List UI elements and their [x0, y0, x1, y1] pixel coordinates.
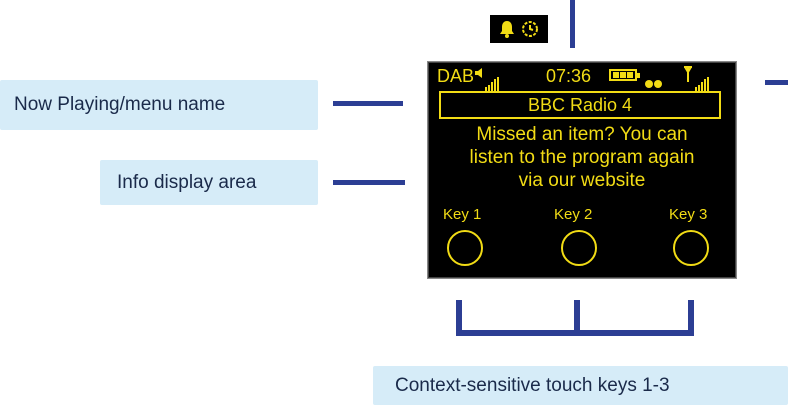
info-area-label-text: Info display area: [117, 171, 257, 193]
keys-bracket-left: [456, 300, 462, 336]
touch-key-3[interactable]: [673, 230, 709, 266]
status-bar-connector: [570, 0, 575, 48]
now-playing-connector: [333, 101, 403, 106]
speaker-icon: [475, 68, 482, 78]
dab-signal-icon: [485, 69, 500, 91]
key-2-label: Key 2: [554, 206, 593, 223]
radio-display: DAB 07:36 BBC Radio 4 Missed an item? Yo…: [428, 62, 736, 278]
now-playing-label-text: Now Playing/menu name: [14, 94, 226, 115]
key-3-label: Key 3: [669, 206, 708, 223]
band-indicator: DAB: [437, 66, 475, 86]
notification-icons: [490, 15, 548, 43]
now-playing-box: BBC Radio 4: [439, 91, 721, 119]
info-line: listen to the program again: [469, 147, 695, 168]
info-line: Missed an item? You can: [476, 124, 688, 145]
touch-key-1[interactable]: [447, 230, 483, 266]
connection-dots-icon: [645, 71, 663, 93]
info-area-connector: [333, 180, 405, 185]
battery-icon: [609, 69, 640, 81]
bell-icon: [500, 21, 514, 38]
info-display-area: Missed an item? You can listen to the pr…: [433, 123, 731, 192]
fm-signal-icon: [695, 69, 710, 91]
clock-time: 07:36: [546, 66, 592, 86]
antenna-icon: [684, 66, 692, 82]
status-bar: DAB 07:36: [435, 65, 729, 91]
keys-bracket-base: [456, 330, 694, 336]
station-name: BBC Radio 4: [527, 95, 633, 115]
info-line: via our website: [518, 170, 646, 191]
keys-bracket-mid: [574, 300, 580, 336]
touch-keys-label: Context-sensitive touch keys 1-3: [373, 366, 788, 405]
touch-keys-label-text: Context-sensitive touch keys 1-3: [395, 374, 670, 396]
info-area-label: Info display area: [100, 160, 318, 205]
touch-key-2[interactable]: [561, 230, 597, 266]
key-1-label: Key 1: [443, 206, 482, 223]
keys-bracket-right: [688, 300, 694, 336]
now-playing-label: Now Playing/menu name: [0, 80, 318, 130]
alarm-clock-icon: [522, 21, 538, 37]
right-connector: [765, 80, 788, 85]
